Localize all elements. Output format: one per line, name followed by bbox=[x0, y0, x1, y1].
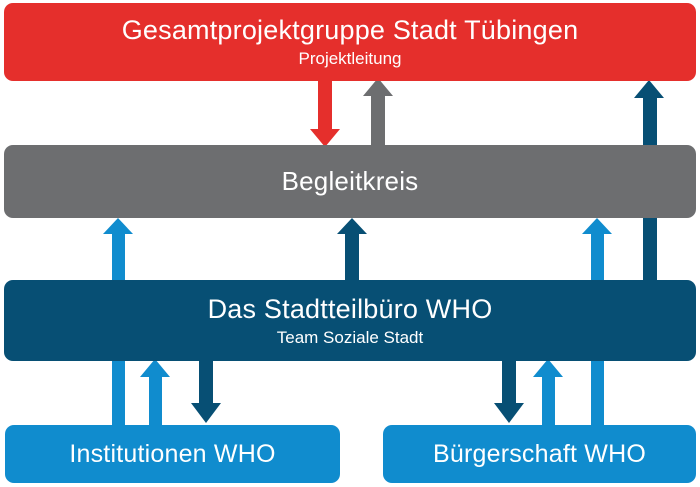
node-buergerschaft[interactable]: Bürgerschaft WHO bbox=[383, 425, 696, 483]
connector-buergerschaft-to-stadtteilbuero-shaft bbox=[542, 376, 555, 425]
node-begleitkreis-title: Begleitkreis bbox=[281, 165, 419, 196]
connector-begleitkreis-to-gesamtprojektgruppe-shaft bbox=[371, 95, 385, 152]
node-buergerschaft-title: Bürgerschaft WHO bbox=[433, 439, 646, 468]
node-begleitkreis[interactable]: Begleitkreis bbox=[4, 145, 696, 218]
node-gesamtprojektgruppe[interactable]: Gesamtprojektgruppe Stadt Tübingen Proje… bbox=[4, 3, 696, 81]
connector-institutionen-to-stadtteilbuero-shaft bbox=[149, 376, 162, 425]
connector-stadtteilbuero-to-institutionen-head bbox=[191, 403, 221, 423]
connector-begleitkreis-to-gesamtprojektgruppe-head bbox=[363, 78, 393, 96]
connector-institutionen-to-begleitkreis-head bbox=[103, 218, 133, 234]
connector-stadtteilbuero-to-buergerschaft-head bbox=[494, 403, 524, 423]
connector-institutionen-to-stadtteilbuero-head bbox=[140, 359, 170, 377]
connector-buergerschaft-to-begleitkreis-head bbox=[582, 218, 612, 234]
node-institutionen[interactable]: Institutionen WHO bbox=[5, 425, 340, 483]
connector-stadtteilbuero-to-begleitkreis-shaft bbox=[345, 232, 359, 287]
node-institutionen-title: Institutionen WHO bbox=[69, 439, 276, 468]
node-stadtteilbuero[interactable]: Das Stadtteilbüro WHO Team Soziale Stadt bbox=[4, 280, 696, 361]
connector-buergerschaft-to-stadtteilbuero-head bbox=[533, 359, 563, 377]
node-stadtteilbuero-subtitle: Team Soziale Stadt bbox=[276, 327, 424, 347]
node-gesamtprojektgruppe-subtitle: Projektleitung bbox=[298, 49, 402, 69]
node-gesamtprojektgruppe-title: Gesamtprojektgruppe Stadt Tübingen bbox=[121, 15, 579, 46]
connector-gesamtprojektgruppe-to-begleitkreis-shaft bbox=[318, 74, 332, 129]
connector-stadtteilbuero-to-gesamtprojektgruppe-head bbox=[634, 80, 664, 98]
connector-stadtteilbuero-to-buergerschaft-shaft bbox=[502, 355, 516, 403]
connector-stadtteilbuero-to-begleitkreis-head bbox=[337, 218, 367, 234]
connector-stadtteilbuero-to-institutionen-shaft bbox=[199, 355, 213, 403]
node-stadtteilbuero-title: Das Stadtteilbüro WHO bbox=[207, 293, 493, 324]
connector-gesamtprojektgruppe-to-begleitkreis-head bbox=[310, 129, 340, 147]
